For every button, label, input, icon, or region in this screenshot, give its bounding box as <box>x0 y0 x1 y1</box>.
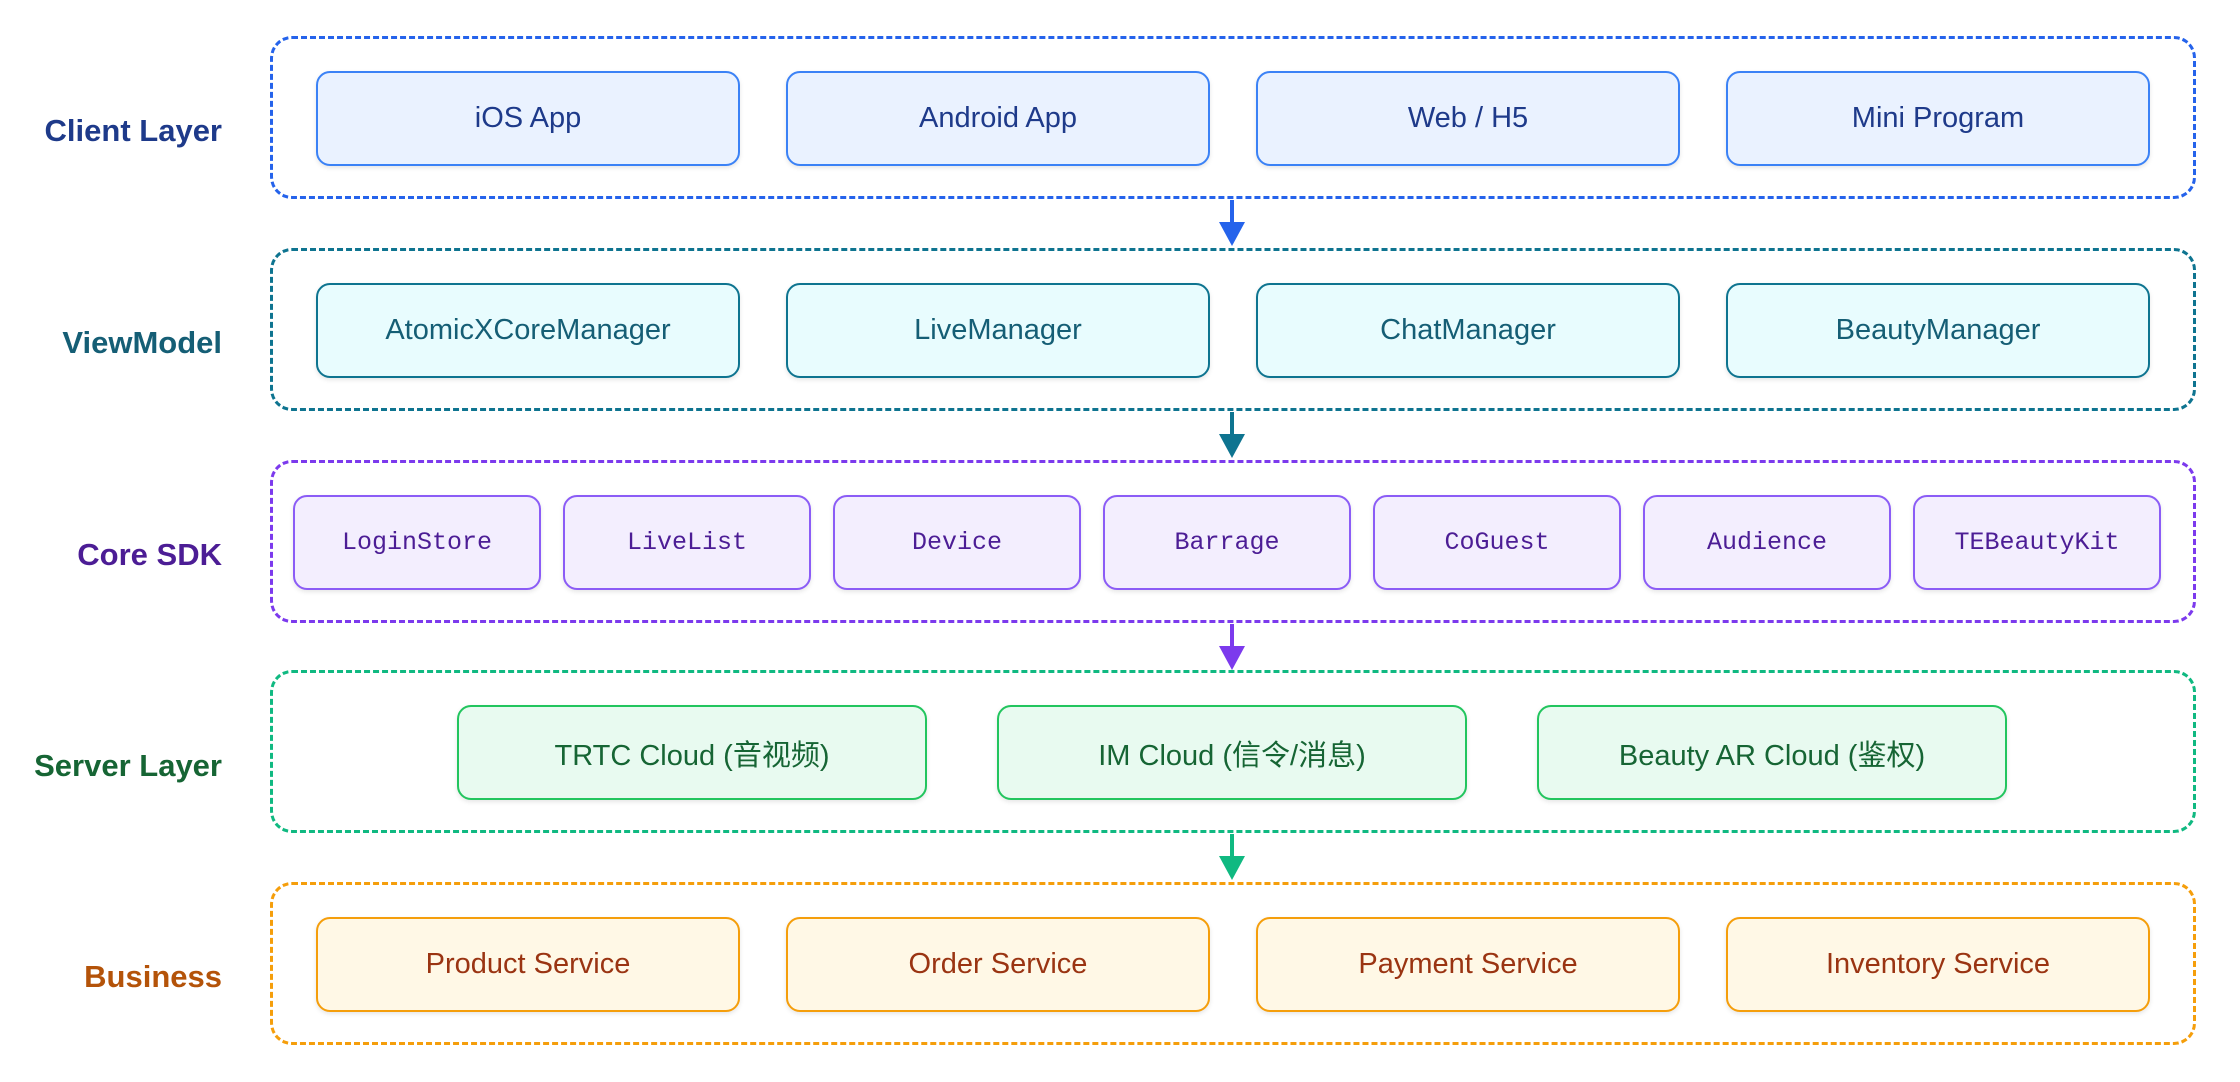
node-order-service: Order Service <box>786 917 1210 1012</box>
node-mini-program: Mini Program <box>1726 71 2150 166</box>
arrow-down-icon <box>1219 624 1245 670</box>
node-livemanager: LiveManager <box>786 283 1210 378</box>
layer-label-server: Server Layer <box>34 748 222 783</box>
node-android-app: Android App <box>786 71 1210 166</box>
node-trtc-cloud: TRTC Cloud (音视频) <box>457 705 927 800</box>
node-web-h5: Web / H5 <box>1256 71 1680 166</box>
node-audience: Audience <box>1643 495 1891 590</box>
node-product-service: Product Service <box>316 917 740 1012</box>
node-ios-app: iOS App <box>316 71 740 166</box>
node-tebeautykit: TEBeautyKit <box>1913 495 2161 590</box>
layer-box-viewmodel <box>270 248 2196 411</box>
node-inventory-service: Inventory Service <box>1726 917 2150 1012</box>
node-atomicxcoremanager: AtomicXCoreManager <box>316 283 740 378</box>
node-payment-service: Payment Service <box>1256 917 1680 1012</box>
node-chatmanager: ChatManager <box>1256 283 1680 378</box>
layer-label-business: Business <box>84 959 222 994</box>
node-im-cloud: IM Cloud (信令/消息) <box>997 705 1467 800</box>
layer-label-viewmodel: ViewModel <box>62 325 222 360</box>
arrow-down-icon <box>1219 834 1245 880</box>
node-beautymanager: BeautyManager <box>1726 283 2150 378</box>
node-coguest: CoGuest <box>1373 495 1621 590</box>
node-barrage: Barrage <box>1103 495 1351 590</box>
layer-box-server <box>270 670 2196 833</box>
arrow-down-icon <box>1219 412 1245 458</box>
layer-label-client: Client Layer <box>44 113 222 148</box>
layer-label-core-sdk: Core SDK <box>77 537 222 572</box>
layer-box-client <box>270 36 2196 199</box>
layer-box-core-sdk <box>270 460 2196 623</box>
node-beauty-ar-cloud: Beauty AR Cloud (鉴权) <box>1537 705 2007 800</box>
arrow-down-icon <box>1219 200 1245 246</box>
node-livelist: LiveList <box>563 495 811 590</box>
node-device: Device <box>833 495 1081 590</box>
layer-box-business <box>270 882 2196 1045</box>
node-loginstore: LoginStore <box>293 495 541 590</box>
